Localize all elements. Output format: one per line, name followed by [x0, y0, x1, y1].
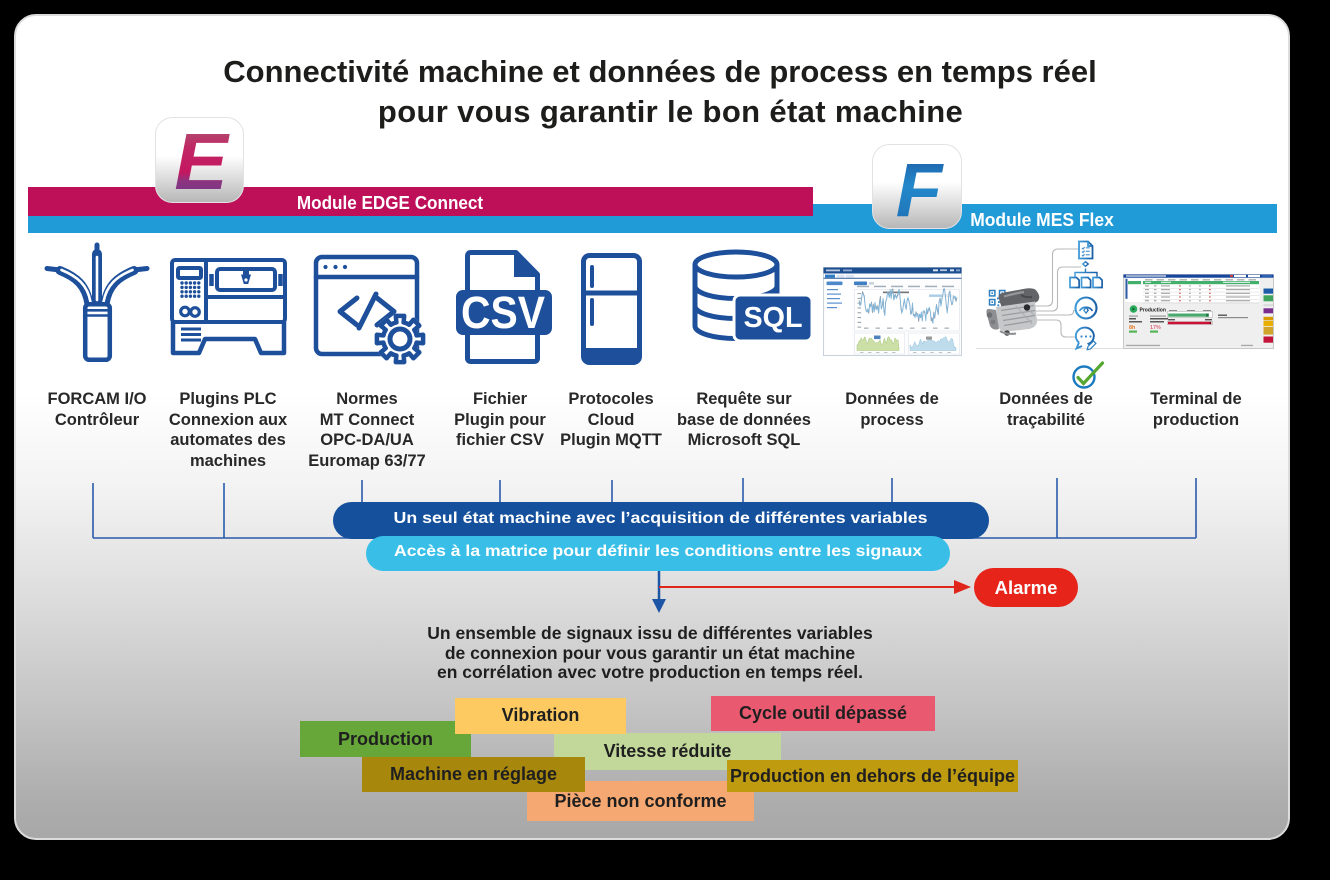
svg-text:17%: 17%: [1150, 325, 1161, 331]
svg-text:CSV: CSV: [461, 287, 545, 338]
svg-text:8h: 8h: [1129, 325, 1135, 331]
svg-text:E: E: [174, 117, 230, 203]
svg-text:Production: Production: [1140, 307, 1166, 313]
svg-text:SQL: SQL: [744, 302, 803, 334]
svg-text:F: F: [896, 148, 945, 229]
